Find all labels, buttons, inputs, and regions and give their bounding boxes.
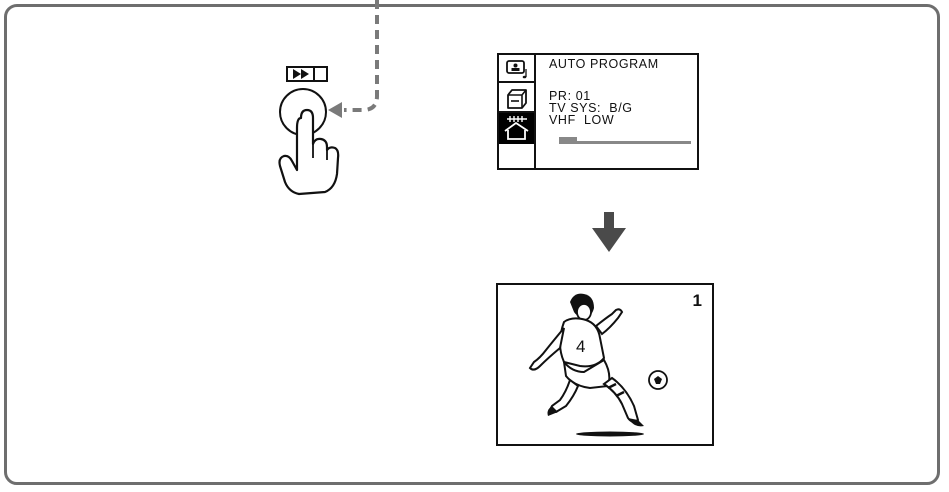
menu-cell-picture [499, 55, 534, 83]
fast-forward-icon [289, 68, 327, 80]
channel-number: 1 [693, 291, 702, 311]
antenna-house-icon [499, 113, 534, 143]
scan-progress-bar [559, 137, 693, 145]
menu-cell-installation-selected [499, 113, 534, 144]
panel-frame [4, 4, 940, 485]
down-arrow-icon [590, 210, 628, 254]
fast-forward-key-label [286, 66, 328, 82]
menu-cell-tuner [499, 83, 534, 113]
tuner-cabinet-icon [499, 83, 534, 111]
auto-program-menu-screen: AUTO PROGRAM PR: 01 TV SYS: B/G VHF LOW [497, 53, 699, 170]
pressing-hand-icon [275, 100, 345, 200]
menu-title: AUTO PROGRAM [549, 57, 659, 71]
soccer-player-illustration: 4 [512, 288, 682, 443]
picture-sound-icon [499, 55, 534, 81]
band-indicator: VHF LOW [549, 113, 614, 127]
jersey-number: 4 [576, 337, 585, 356]
tv-screen-result: 1 4 [496, 283, 714, 446]
menu-icon-column [499, 55, 536, 168]
